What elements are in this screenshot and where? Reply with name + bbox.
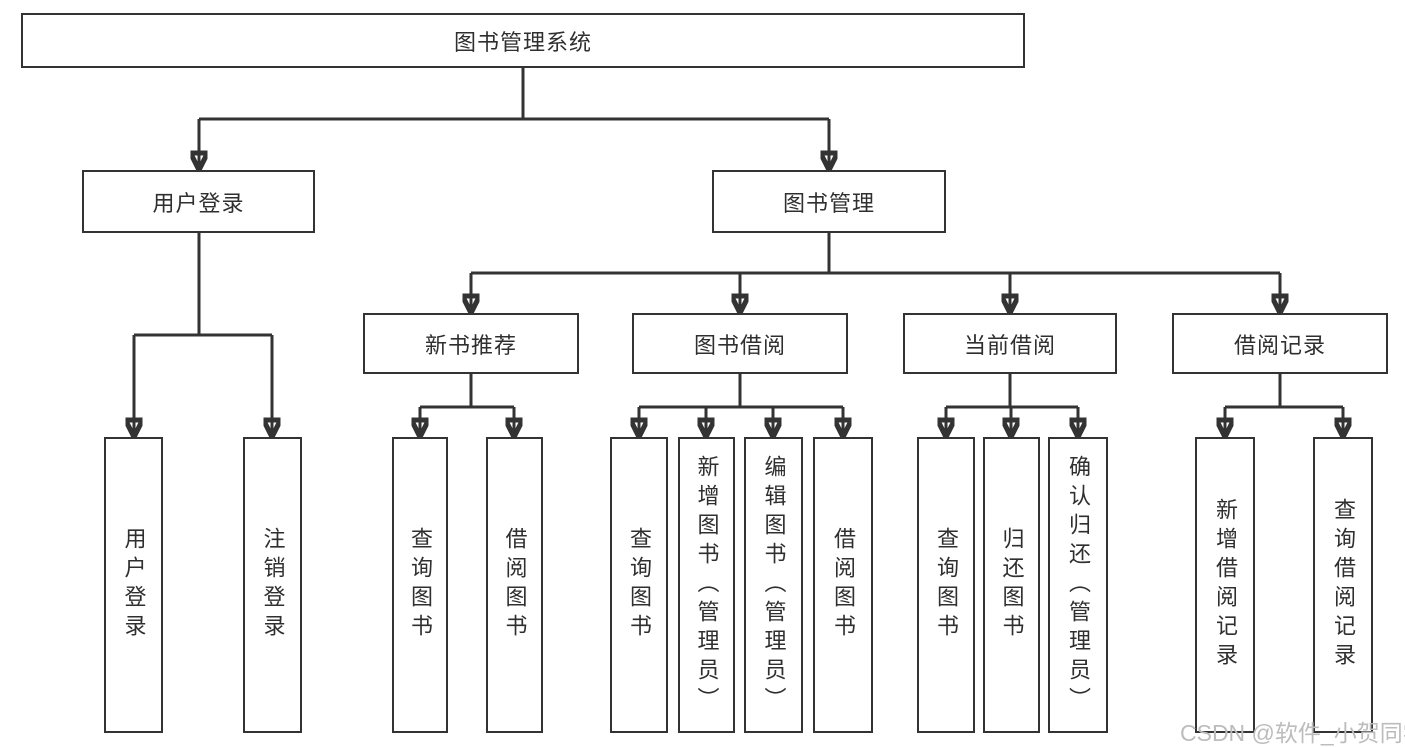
- leaf-label: 编辑图书（管理员）: [761, 454, 787, 716]
- leaf-label: 注销登录: [260, 527, 286, 643]
- leaf-add-borrow-record: 新增借阅记录: [1195, 437, 1255, 733]
- leaf-edit-book-admin: 编辑图书（管理员）: [744, 437, 803, 733]
- edge-book-borrowing-children: [639, 374, 843, 437]
- leaf-logout: 注销登录: [243, 437, 302, 733]
- leaf-query-books-current: 查询图书: [917, 437, 975, 733]
- leaf-label: 借阅图书: [831, 527, 856, 643]
- node-current-borrowing: 当前借阅: [903, 313, 1117, 374]
- leaf-query-borrow-record: 查询借阅记录: [1313, 437, 1373, 733]
- leaf-label: 查询图书: [934, 527, 959, 643]
- leaf-label: 查询图书: [408, 527, 433, 643]
- leaf-borrow-books-borrowing: 借阅图书: [813, 437, 873, 733]
- edge-new-books-children: [420, 374, 514, 437]
- leaf-borrow-books-recommend: 借阅图书: [486, 437, 543, 733]
- edge-root-to-level2: [199, 68, 829, 170]
- leaf-query-books-recommend: 查询图书: [392, 437, 448, 733]
- node-borrow-records: 借阅记录: [1172, 313, 1388, 374]
- edge-book-management-children: [471, 233, 1280, 313]
- edge-user-login-children: [134, 233, 272, 437]
- leaf-label: 新增借阅记录: [1213, 498, 1238, 672]
- leaf-add-book-admin: 新增图书（管理员）: [678, 437, 735, 733]
- leaf-label: 确认归还（管理员）: [1066, 454, 1091, 716]
- node-new-book-recommend: 新书推荐: [363, 313, 579, 374]
- leaf-label: 查询借阅记录: [1331, 498, 1356, 672]
- node-root: 图书管理系统: [21, 13, 1025, 68]
- node-book-borrowing: 图书借阅: [632, 313, 848, 374]
- edge-current-borrowing-children: [946, 374, 1078, 437]
- csdn-watermark: CSDN @软件_小贺同学: [1180, 720, 1405, 746]
- leaf-return-book: 归还图书: [983, 437, 1040, 733]
- leaf-label: 用户登录: [121, 527, 147, 643]
- leaf-confirm-return-admin: 确认归还（管理员）: [1048, 437, 1108, 733]
- leaf-label: 归还图书: [999, 527, 1025, 643]
- leaf-label: 新增图书（管理员）: [694, 454, 720, 716]
- node-user-login: 用户登录: [82, 170, 315, 233]
- leaf-label: 查询图书: [627, 527, 652, 643]
- leaf-label: 借阅图书: [502, 527, 528, 643]
- leaf-query-books-borrowing: 查询图书: [610, 437, 668, 733]
- node-book-management: 图书管理: [712, 170, 946, 233]
- leaf-user-login: 用户登录: [104, 437, 163, 733]
- edge-borrow-records-children: [1225, 374, 1343, 437]
